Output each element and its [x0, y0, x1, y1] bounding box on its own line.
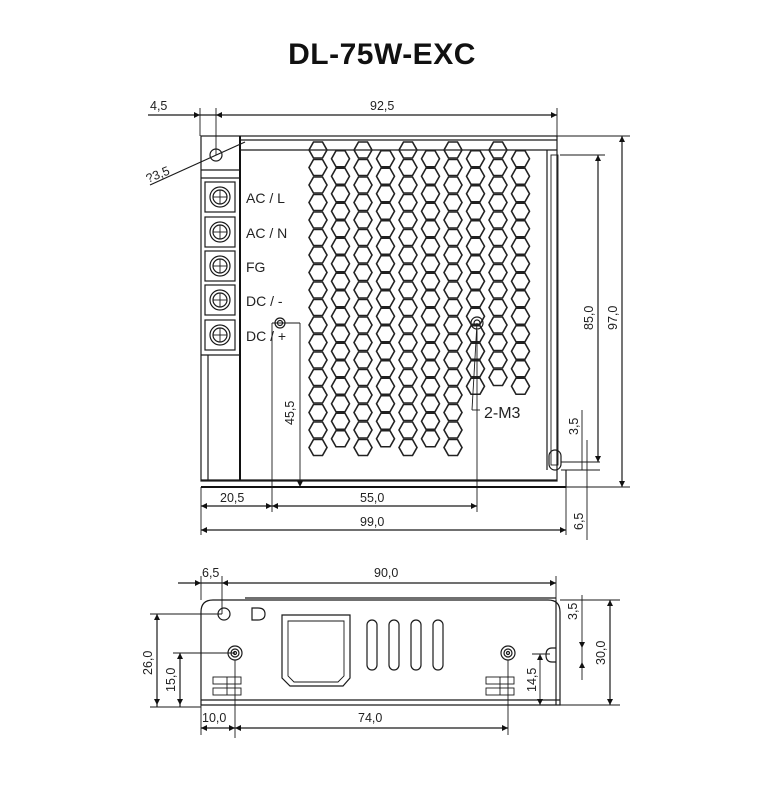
dim-side-overall-height: 30,0	[594, 641, 608, 665]
terminal-label-dc-minus: DC / -	[246, 293, 283, 309]
terminal-label-dc-plus: DC / +	[246, 328, 286, 344]
chassis-outline	[200, 135, 558, 482]
drawing-title: DL-75W-EXC	[288, 38, 476, 71]
dim-side-hole-height: 26,0	[141, 651, 155, 675]
dim-side-top-offset: 3,5	[566, 603, 580, 620]
terminal-label-ac-l: AC / L	[246, 190, 285, 206]
top-view: AC / L AC / N FG DC / - DC / + 2-M3 4,5 …	[144, 99, 630, 540]
dim-side-screw-height: 15,0	[164, 668, 178, 692]
side-screw-right	[500, 645, 516, 661]
dim-hole-height: 45,5	[283, 401, 297, 425]
dim-side-left-to-screw: 10,0	[202, 711, 226, 725]
dim-top-left-offset: 4,5	[150, 99, 167, 113]
dim-slot-offset: 3,5	[567, 418, 581, 435]
dim-side-slot-height: 14,5	[525, 668, 539, 692]
dim-hole-spacing: 55,0	[360, 491, 384, 505]
terminal-block	[201, 181, 240, 480]
dim-overall-height: 97,0	[606, 306, 620, 330]
side-chassis-outline	[200, 599, 561, 706]
terminal-label-fg: FG	[246, 259, 265, 275]
dim-inner-height: 85,0	[582, 306, 596, 330]
d-marker	[251, 607, 266, 621]
vent-slot	[432, 619, 444, 671]
side-view: 6,5 90,0 26,0 15,0 10,0 74,0 3,5 14,5 30…	[141, 566, 620, 738]
mount-label: 2-M3	[484, 405, 521, 422]
dim-bottom-width: 99,0	[360, 515, 384, 529]
dim-top-width: 92,5	[370, 99, 394, 113]
vent-slot	[366, 619, 378, 671]
vent-slot	[388, 619, 400, 671]
dim-left-to-hole: 20,5	[220, 491, 244, 505]
dim-side-screw-spacing: 74,0	[358, 711, 382, 725]
ac-inlet-window	[281, 614, 351, 687]
vent-slot	[410, 619, 422, 671]
dim-side-left-offset: 6,5	[202, 566, 219, 580]
dim-side-width: 90,0	[374, 566, 398, 580]
terminal-label-ac-n: AC / N	[246, 225, 287, 241]
dim-hole-diameter: ?3,5	[144, 164, 172, 186]
dim-base-offset: 6,5	[572, 513, 586, 530]
